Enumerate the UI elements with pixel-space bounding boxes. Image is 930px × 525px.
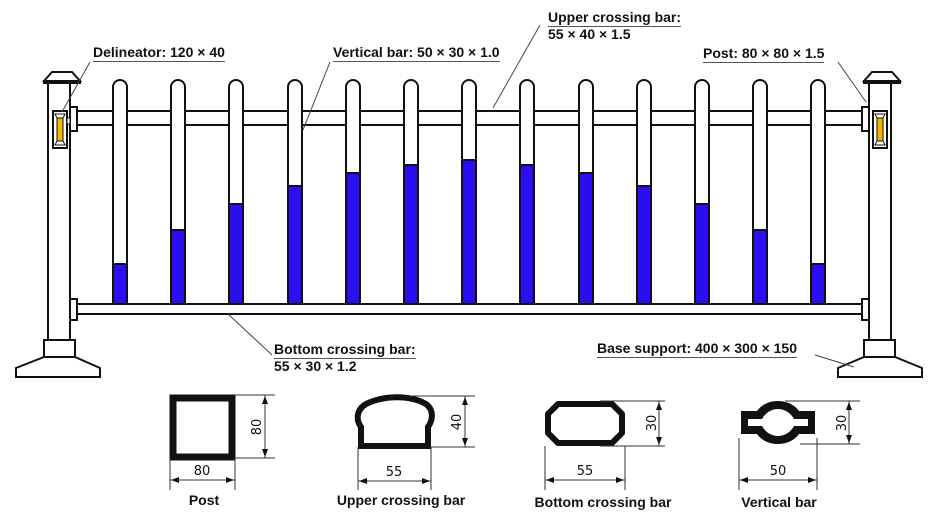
svg-text:50: 50 [770, 464, 787, 479]
vertical-bar [519, 79, 535, 305]
vertical-bar-fill [403, 164, 419, 305]
svg-text:80: 80 [194, 464, 211, 479]
vertical-bar-fill [345, 172, 361, 305]
vertical-bar-fill [694, 203, 710, 305]
caption-bottom-crossing-bar: Bottom crossing bar [534, 494, 672, 510]
left-post [15, 71, 101, 378]
svg-text:55: 55 [577, 464, 594, 479]
vertical-bar-fill [752, 229, 768, 305]
callout-upper-crossing-bar-line2: 55 × 40 × 1.5 [548, 26, 631, 42]
right-delineator [872, 110, 888, 149]
callout-base-support-text: Base support: 400 × 300 × 150 [597, 340, 797, 358]
callout-upper-crossing-bar-line1: Upper crossing bar: [548, 9, 682, 27]
vertical-bar [578, 79, 594, 305]
callout-post-text: Post: 80 × 80 × 1.5 [703, 45, 825, 63]
cross-section-upper-crossing-bar: 55 40 [354, 394, 475, 490]
vertical-bar [810, 79, 826, 305]
vertical-bar [636, 79, 652, 305]
vertical-bar [228, 79, 244, 305]
vertical-bar [461, 79, 477, 305]
svg-text:80: 80 [250, 419, 265, 436]
callout-base-support: Base support: 400 × 300 × 150 [597, 341, 797, 358]
vertical-bar [752, 79, 768, 305]
callout-delineator-text: Delineator: 120 × 40 [93, 44, 225, 62]
vertical-bar-fill [170, 229, 186, 305]
callout-upper-crossing-bar: Upper crossing bar: 55 × 40 × 1.5 [548, 9, 682, 42]
callout-vertical-bar-text: Vertical bar: 50 × 30 × 1.0 [333, 44, 500, 62]
callout-bottom-crossing-bar-line2: 55 × 30 × 1.2 [274, 358, 357, 374]
vertical-bar [694, 79, 710, 305]
vertical-bars [112, 79, 826, 305]
callout-bottom-crossing-bar: Bottom crossing bar: 55 × 30 × 1.2 [274, 342, 416, 374]
cross-section-vertical-bar: 50 30 [738, 400, 860, 490]
bottom-crossing-bar [76, 303, 863, 315]
vertical-bar [287, 79, 303, 305]
caption-post: Post [188, 492, 220, 508]
left-delineator [52, 110, 68, 149]
vertical-bar-fill [519, 164, 535, 305]
svg-text:55: 55 [386, 465, 403, 480]
svg-text:40: 40 [450, 414, 465, 431]
svg-text:30: 30 [835, 415, 850, 432]
vertical-bar [345, 79, 361, 305]
callout-post: Post: 80 × 80 × 1.5 [703, 45, 825, 63]
svg-text:30: 30 [645, 415, 660, 432]
vertical-bar-fill [578, 172, 594, 305]
callout-bottom-crossing-bar-line1: Bottom crossing bar: [274, 341, 416, 359]
callout-delineator: Delineator: 120 × 40 [93, 45, 225, 62]
leader-lines [61, 24, 867, 368]
caption-vertical-bar: Vertical bar [741, 494, 817, 510]
right-post [837, 71, 923, 378]
vertical-bar-fill [461, 159, 477, 305]
cross-section-post: 80 80 [169, 394, 275, 490]
vertical-bar-fill [112, 263, 128, 305]
vertical-bar [403, 79, 419, 305]
vertical-bar-fill [810, 263, 826, 305]
callout-vertical-bar: Vertical bar: 50 × 30 × 1.0 [333, 45, 500, 62]
vertical-bar-fill [228, 203, 244, 305]
cross-section-bottom-crossing-bar: 55 30 [544, 400, 665, 490]
vertical-bar [112, 79, 128, 305]
vertical-bar [170, 79, 186, 305]
vertical-bar-fill [287, 185, 303, 305]
caption-upper-crossing-bar: Upper crossing bar [336, 492, 466, 508]
vertical-bar-fill [636, 185, 652, 305]
